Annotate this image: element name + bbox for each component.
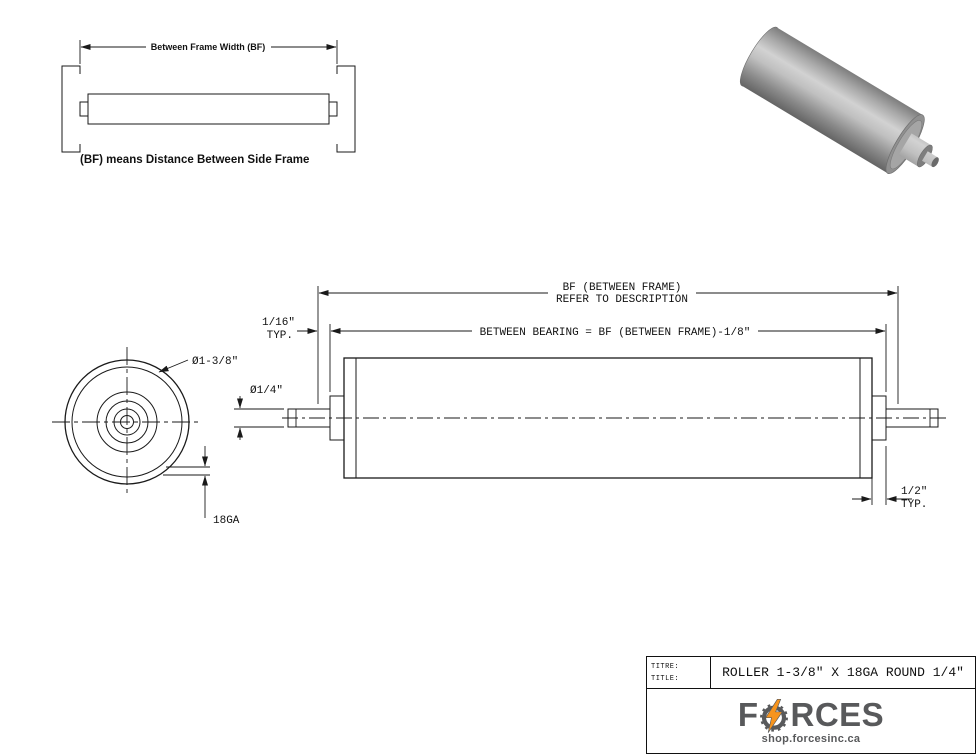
inset-right-hub	[328, 101, 338, 117]
gear-lightning-bolt-icon	[760, 699, 789, 733]
inset-left-hub	[79, 101, 89, 117]
brand-website: shop.forcesinc.ca	[761, 733, 861, 745]
title-block-header: TITRE: TITLE: ROLLER 1-3/8" X 18GA ROUND…	[647, 657, 975, 689]
dim-bf-line2: REFER TO DESCRIPTION	[556, 294, 688, 306]
inset-left-side-frame	[61, 65, 81, 153]
label-title: TITLE:	[651, 674, 680, 683]
end-view-centerlines	[52, 347, 202, 497]
brand-suffix: RCES	[790, 695, 885, 733]
inset-bf-diagram: Between Frame Width (BF) (BF) means Dist…	[61, 40, 356, 166]
inset-dim-label: Between Frame Width (BF)	[151, 42, 265, 52]
end-view-outer-circle	[64, 359, 190, 485]
dim-between-bearing: BETWEEN BEARING = BF (BETWEEN FRAME)-1/8…	[480, 327, 751, 339]
title-block: TITRE: TITLE: ROLLER 1-3/8" X 18GA ROUND…	[646, 656, 976, 754]
brand-wordmark: F RCES	[737, 695, 885, 733]
roller-end-view	[52, 347, 202, 497]
inset-right-side-frame	[336, 65, 356, 153]
label-titre: TITRE:	[651, 662, 680, 671]
dim-gap-value: 1/16"	[262, 317, 295, 329]
title-labels: TITRE: TITLE:	[647, 657, 711, 688]
dim-hub-width-value: 1/2"	[901, 486, 927, 498]
brand-logo: F RCES shop.forcesinc.ca	[647, 689, 975, 753]
dim-hub-width-suffix: TYP.	[901, 499, 927, 511]
inset-roller-body	[87, 93, 330, 125]
dim-roller-diameter: Ø1-3/8"	[192, 356, 238, 368]
dim-wall-gauge: 18GA	[213, 515, 240, 527]
dim-shaft-diameter: Ø1/4"	[250, 385, 283, 397]
dim-gap-suffix: TYP.	[267, 330, 293, 342]
drawing-title: ROLLER 1-3/8" X 18GA ROUND 1/4"	[722, 665, 964, 680]
dimension-annotations: BF (BETWEEN FRAME) REFER TO DESCRIPTION …	[158, 282, 927, 527]
inset-caption: (BF) means Distance Between Side Frame	[80, 154, 309, 166]
dim-bf-line1: BF (BETWEEN FRAME)	[563, 282, 682, 294]
roller-side-view	[282, 357, 946, 479]
roller-3d-image	[739, 26, 939, 175]
brand-prefix: F	[737, 695, 759, 733]
